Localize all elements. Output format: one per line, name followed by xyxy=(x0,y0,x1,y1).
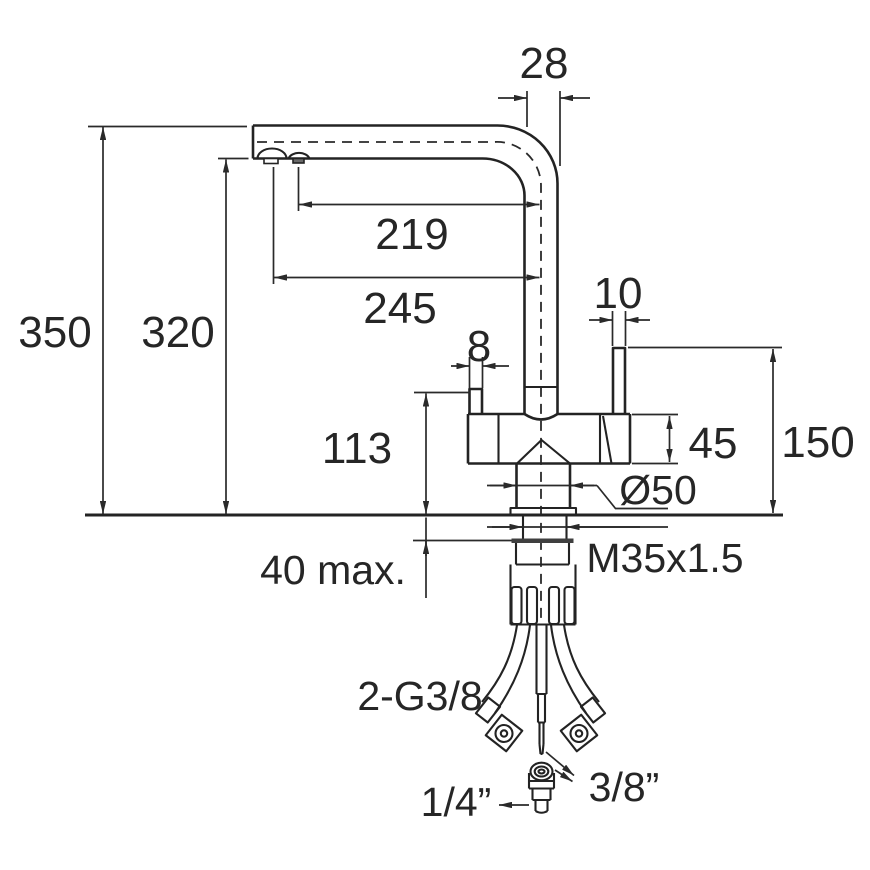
left-nut-center xyxy=(499,729,509,738)
label-body-height: 45 xyxy=(689,419,738,468)
knurled-nut-housing xyxy=(509,564,577,626)
center-tube-lower xyxy=(538,722,545,744)
mounting-nut xyxy=(514,543,571,566)
label-right-handle: 10 xyxy=(594,269,643,318)
dimension-labels: 350 320 219 245 28 10 8 113 45 150 Ø50 M… xyxy=(18,39,854,825)
aerator-nozzle-1 xyxy=(263,157,279,165)
knurl-ribs xyxy=(510,585,576,626)
dim-8-ext xyxy=(468,357,484,388)
fitting-stem xyxy=(534,800,549,814)
nut-square xyxy=(559,713,599,753)
collar-rect xyxy=(474,696,502,724)
label-spout-height: 320 xyxy=(141,308,214,357)
spout-inner-edge xyxy=(253,157,526,414)
quick-connect-fitting xyxy=(527,761,556,814)
label-left-handle: 8 xyxy=(467,322,491,371)
left-hose-nut xyxy=(484,713,524,753)
fitting-collar xyxy=(527,773,556,790)
fitting-mid-ring xyxy=(533,765,550,778)
right-hose-nut xyxy=(559,713,599,753)
label-total-height: 350 xyxy=(18,308,91,357)
faucet-outline xyxy=(251,124,632,814)
nut-square xyxy=(484,713,524,753)
right-nut-center xyxy=(574,729,584,738)
dim-50-leader xyxy=(596,484,668,510)
label-total-reach: 245 xyxy=(363,284,436,333)
left-hose-inner xyxy=(494,624,532,714)
body-top-edge xyxy=(468,412,630,421)
aerator-dome-2 xyxy=(287,151,311,160)
centerline xyxy=(257,141,542,625)
label-mount-thread: M35x1.5 xyxy=(586,535,743,581)
right-hose-collar xyxy=(579,696,607,724)
callout-arrow-fitting-3-8 xyxy=(554,769,573,783)
left-hose-collar xyxy=(474,696,502,724)
knurl-rib xyxy=(510,585,523,626)
callout-arrow-hose-3-8 xyxy=(545,751,575,777)
supply-hoses xyxy=(474,624,607,756)
label-deck-max: 40 max. xyxy=(260,547,406,593)
body-tee-chevron xyxy=(516,438,571,465)
label-spout-reach: 219 xyxy=(375,210,448,259)
under-deck-mounting xyxy=(509,515,577,626)
knurl-rib xyxy=(563,585,576,626)
aerator-outlets xyxy=(256,147,311,165)
body-sides-bottom xyxy=(466,414,632,465)
center-tube-upper xyxy=(535,625,548,696)
label-supply-hoses: 2-G3/8 xyxy=(357,673,482,719)
body-right-taper xyxy=(601,415,613,464)
label-base-diameter: Ø50 xyxy=(619,467,697,513)
left-handle-lever xyxy=(468,387,484,414)
mixer-body xyxy=(466,412,632,465)
knurl-rib xyxy=(525,585,539,626)
left-hose-outer xyxy=(481,624,519,703)
right-handle-lever xyxy=(611,346,627,414)
collar-rect xyxy=(579,696,607,724)
left-nut-bore xyxy=(494,723,514,744)
right-hose-inner xyxy=(549,624,587,714)
knurl-rib xyxy=(547,585,561,626)
center-axis-line xyxy=(257,141,542,625)
dimension-lines xyxy=(88,91,782,809)
label-body-top-height: 113 xyxy=(322,424,392,473)
aerator-dome-1 xyxy=(256,147,288,159)
label-fitting-out: 1/4” xyxy=(421,779,492,825)
mounting-washer xyxy=(511,538,574,543)
body-dividers xyxy=(497,414,602,464)
right-hose-outer xyxy=(562,624,600,703)
label-handle-height: 150 xyxy=(781,418,854,467)
aerator-nozzle-2 xyxy=(292,157,305,164)
center-tube-tip xyxy=(538,743,545,756)
spout-outer-edge xyxy=(253,124,559,414)
label-tube-diameter: 28 xyxy=(520,39,569,88)
fitting-center-hole xyxy=(537,768,546,775)
dim-45-ext xyxy=(632,413,678,465)
dim-28-ext xyxy=(526,91,561,166)
label-fitting-in: 3/8” xyxy=(589,764,660,810)
center-tube-mid xyxy=(536,694,547,724)
right-nut-bore xyxy=(569,723,589,744)
fitting-body xyxy=(531,788,552,802)
